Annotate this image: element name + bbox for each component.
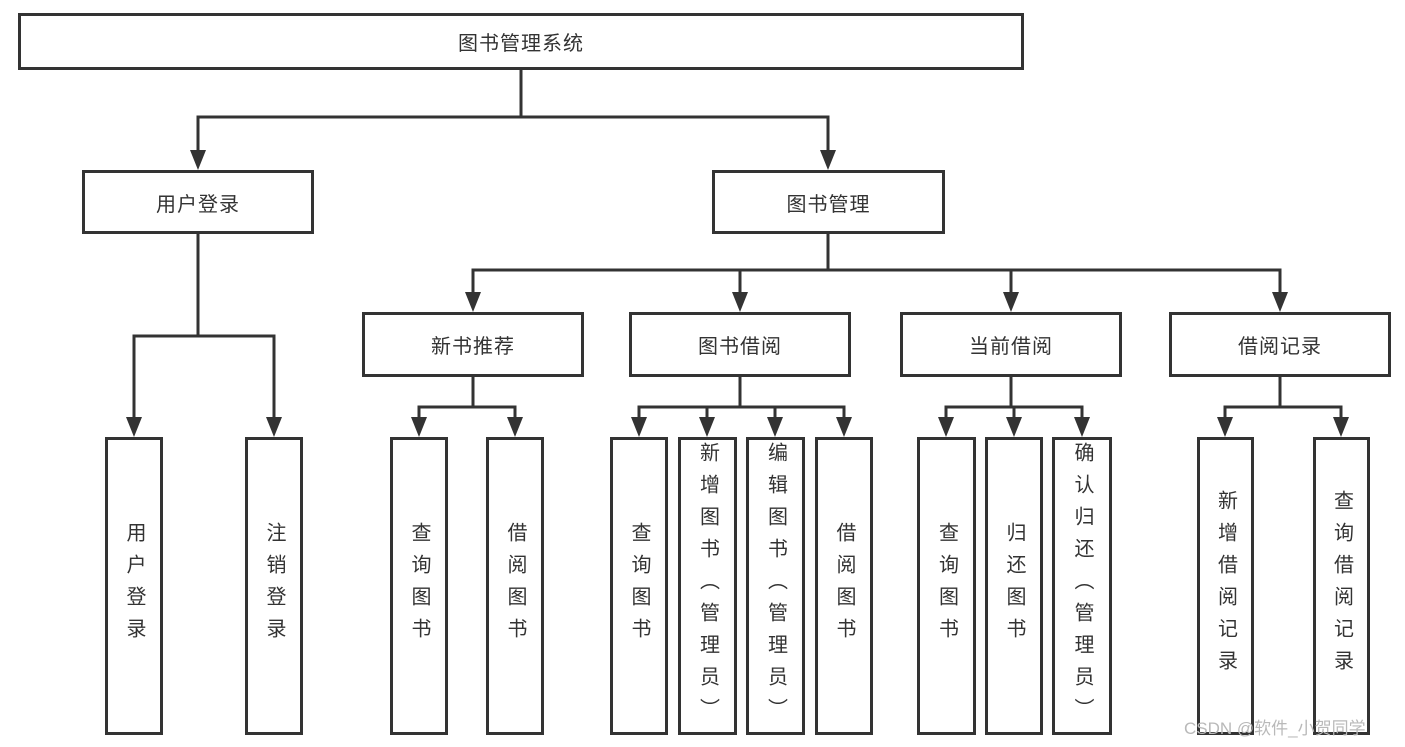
node-book-borrow: 图书借阅 bbox=[629, 312, 851, 377]
leaf-br-add-record: 新增借阅记录 bbox=[1197, 437, 1254, 735]
leaf-br-add-record-label: 新增借阅记录 bbox=[1214, 490, 1237, 682]
node-current-borrow: 当前借阅 bbox=[900, 312, 1122, 377]
leaf-br-query-record: 查询借阅记录 bbox=[1313, 437, 1370, 735]
node-book-borrow-label: 图书借阅 bbox=[698, 336, 782, 358]
leaf-bb-edit-books-label: 编辑图书（管理员） bbox=[764, 442, 787, 730]
leaf-rec-query-books-label: 查询图书 bbox=[408, 522, 430, 650]
arrowhead-current-borrow-leaves bbox=[938, 417, 1090, 437]
arrowhead-level3 bbox=[465, 292, 1288, 312]
node-borrow-records: 借阅记录 bbox=[1169, 312, 1391, 377]
node-book-management-label: 图书管理 bbox=[786, 193, 871, 216]
leaf-cb-return-books: 归还图书 bbox=[985, 437, 1043, 735]
arrowhead-borrow-records-leaves bbox=[1217, 417, 1349, 437]
node-root-label: 图书管理系统 bbox=[458, 33, 584, 55]
connector-book-borrow-to-leaves bbox=[637, 377, 846, 418]
connector-borrow-records-to-leaves bbox=[1223, 377, 1343, 418]
leaf-rec-borrow-books: 借阅图书 bbox=[486, 437, 544, 735]
node-current-borrow-label: 当前借阅 bbox=[969, 336, 1053, 358]
arrowhead-new-book-recommend-leaves bbox=[411, 417, 523, 437]
leaf-cb-confirm-return: 确认归还（管理员） bbox=[1052, 437, 1112, 735]
leaf-cb-query-books: 查询图书 bbox=[917, 437, 976, 735]
leaf-bb-query-books-label: 查询图书 bbox=[628, 522, 650, 650]
node-new-book-recommend: 新书推荐 bbox=[362, 312, 584, 377]
node-book-management: 图书管理 bbox=[712, 170, 945, 234]
arrowhead-book-borrow-leaves bbox=[631, 417, 852, 437]
leaf-bb-borrow-books-label: 借阅图书 bbox=[833, 522, 855, 650]
leaf-bb-add-books: 新增图书（管理员） bbox=[678, 437, 737, 735]
connector-current-borrow-to-leaves bbox=[944, 377, 1084, 418]
connector-new-book-recommend-to-leaves bbox=[417, 377, 517, 418]
csdn-watermark: CSDN @软件_小贺同学 bbox=[1184, 719, 1366, 738]
node-new-book-recommend-label: 新书推荐 bbox=[431, 336, 515, 358]
leaf-logout: 注销登录 bbox=[245, 437, 303, 735]
leaf-rec-borrow-books-label: 借阅图书 bbox=[504, 522, 526, 650]
node-user-login-label: 用户登录 bbox=[156, 193, 240, 216]
leaf-bb-query-books: 查询图书 bbox=[610, 437, 668, 735]
arrowhead-level2 bbox=[190, 150, 836, 170]
node-borrow-records-label: 借阅记录 bbox=[1238, 336, 1322, 358]
leaf-bb-edit-books: 编辑图书（管理员） bbox=[746, 437, 805, 735]
leaf-rec-query-books: 查询图书 bbox=[390, 437, 448, 735]
connector-root-to-level2 bbox=[196, 70, 830, 151]
leaf-user-login-label: 用户登录 bbox=[123, 522, 145, 650]
arrowhead-user-login-leaves bbox=[126, 417, 282, 437]
connector-book-management-to-level3 bbox=[471, 234, 1282, 293]
node-user-login: 用户登录 bbox=[82, 170, 314, 234]
leaf-bb-add-books-label: 新增图书（管理员） bbox=[696, 442, 719, 730]
leaf-user-login: 用户登录 bbox=[105, 437, 163, 735]
leaf-br-query-record-label: 查询借阅记录 bbox=[1330, 490, 1353, 682]
leaf-cb-query-books-label: 查询图书 bbox=[935, 522, 958, 650]
connector-user-login-to-leaves bbox=[132, 234, 276, 418]
node-root-library-system: 图书管理系统 bbox=[18, 13, 1024, 70]
leaf-cb-confirm-return-label: 确认归还（管理员） bbox=[1071, 442, 1093, 730]
leaf-cb-return-books-label: 归还图书 bbox=[1003, 522, 1025, 650]
leaf-logout-label: 注销登录 bbox=[263, 522, 285, 650]
leaf-bb-borrow-books: 借阅图书 bbox=[815, 437, 873, 735]
